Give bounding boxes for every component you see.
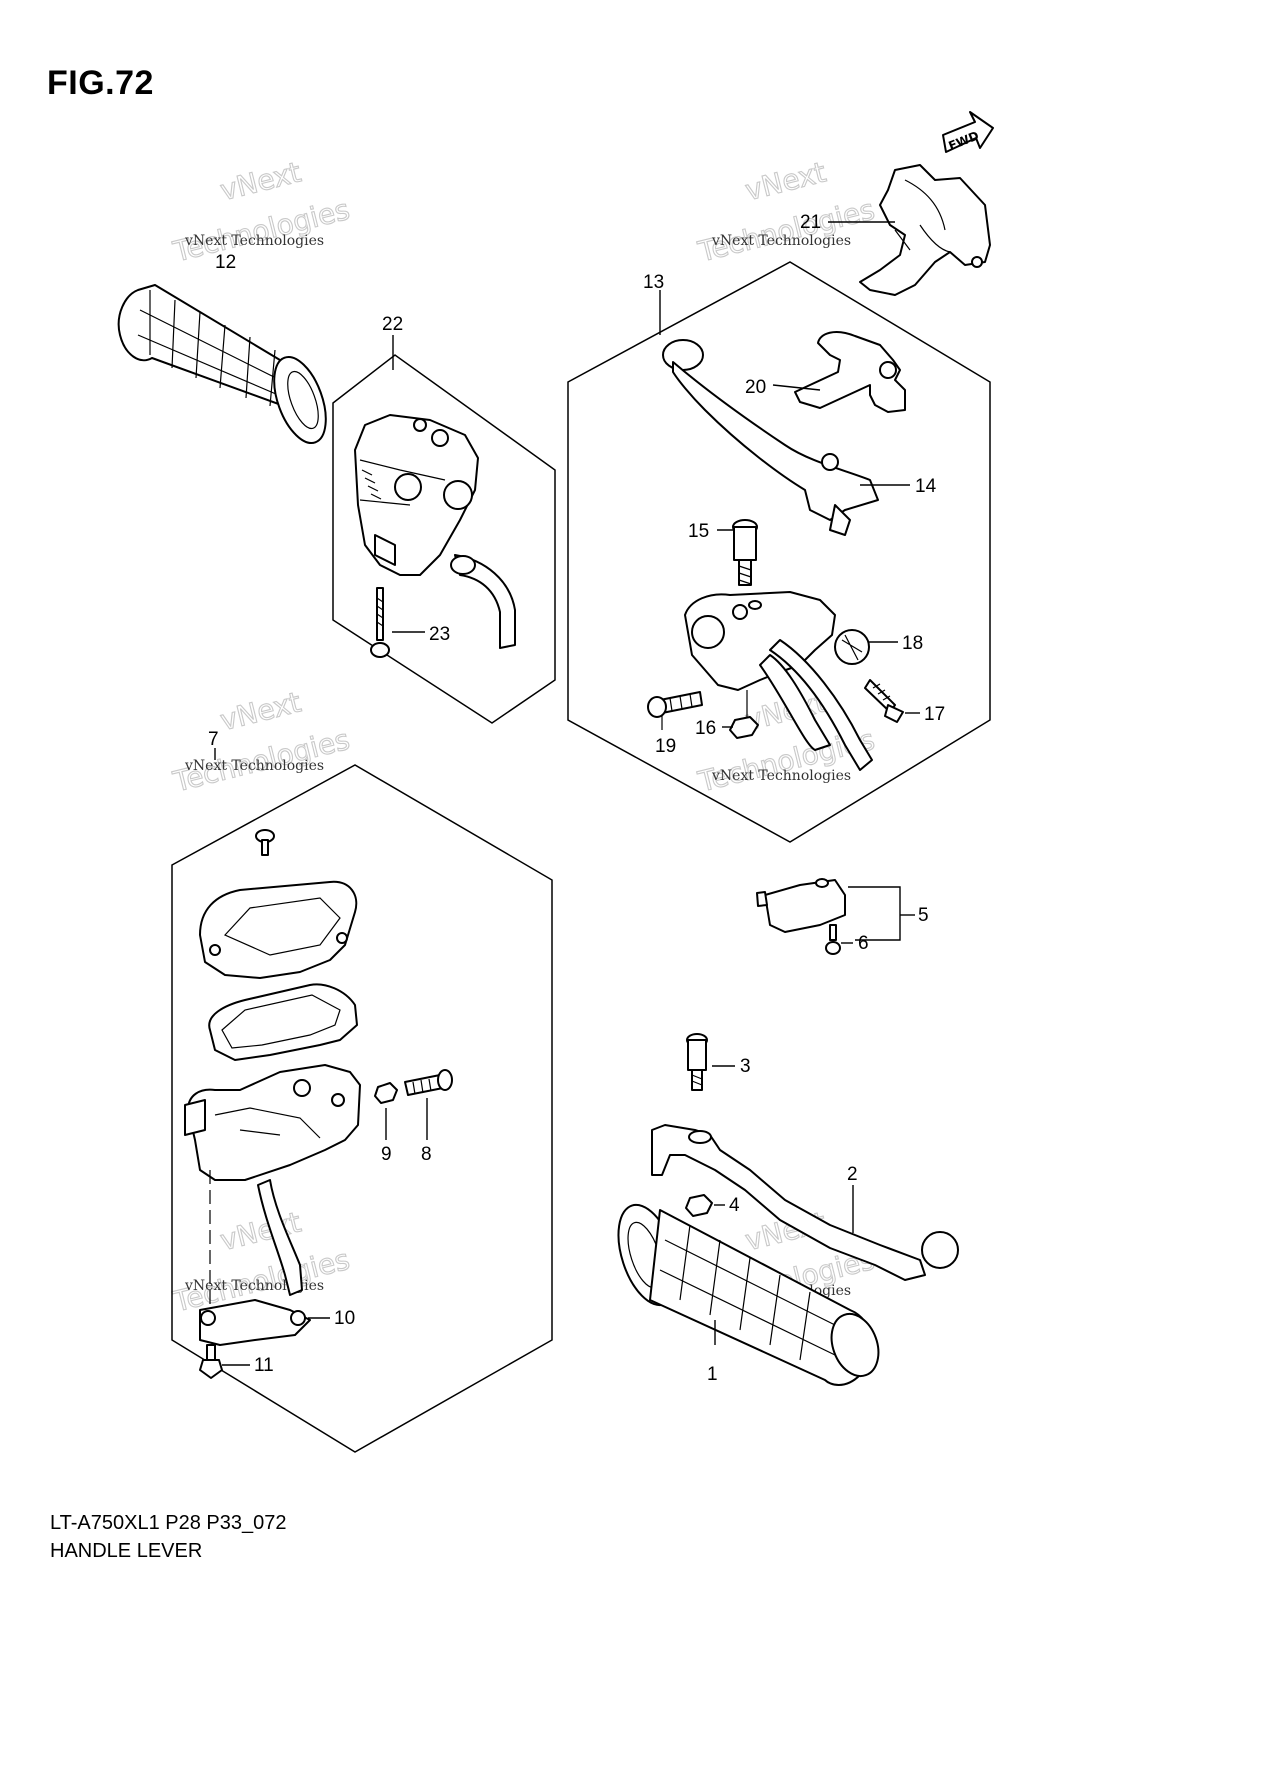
watermark-1: vNext Technologies bbox=[169, 155, 354, 269]
part-16-nut bbox=[722, 716, 759, 739]
callout-1: 1 bbox=[707, 1364, 718, 1385]
callout-13: 13 bbox=[643, 272, 664, 293]
watermark-text-2: vNext Technologies bbox=[711, 233, 851, 249]
watermark-text-3: vNext Technologies bbox=[184, 758, 324, 774]
watermark-text-4: vNext Technologies bbox=[711, 768, 851, 784]
part-9-nut bbox=[374, 1082, 398, 1140]
part-18-reservoir-cap bbox=[834, 629, 898, 665]
callout-3: 3 bbox=[740, 1056, 751, 1077]
part-22-handlebar-switch bbox=[354, 414, 516, 649]
callout-15: 15 bbox=[688, 521, 709, 542]
callout-labels: 1 2 3 4 5 6 7 8 9 10 11 12 13 14 15 16 1… bbox=[208, 212, 945, 1385]
part-4-nut bbox=[685, 1194, 725, 1217]
watermark-big-4: Technologies bbox=[694, 193, 877, 269]
callout-5: 5 bbox=[918, 905, 929, 926]
part-throttle-gasket bbox=[208, 983, 358, 1061]
part-21-lever-guard bbox=[859, 164, 991, 296]
callout-8: 8 bbox=[421, 1144, 432, 1165]
callout-14: 14 bbox=[915, 476, 937, 497]
callout-12: 12 bbox=[215, 252, 236, 273]
callout-23: 23 bbox=[429, 624, 450, 645]
callout-4: 4 bbox=[729, 1195, 740, 1216]
watermark-3: vNext Technologies bbox=[169, 685, 354, 799]
part-throttle-cover bbox=[199, 880, 358, 979]
part-5-brake-switch bbox=[756, 878, 915, 941]
part-12-left-grip bbox=[117, 284, 327, 444]
watermark-big-1: vNext bbox=[217, 155, 304, 207]
part-15-pivot-bolt bbox=[717, 519, 758, 586]
part-2-clutch-lever bbox=[651, 1124, 959, 1281]
part-20-lever-bracket bbox=[772, 331, 906, 413]
part-master-cylinder-body bbox=[684, 591, 873, 771]
callout-19: 19 bbox=[655, 736, 676, 757]
callout-6: 6 bbox=[858, 933, 869, 954]
part-1-right-grip bbox=[617, 1203, 880, 1386]
callout-20: 20 bbox=[745, 377, 766, 398]
watermark-big-5: vNext bbox=[217, 685, 304, 737]
watermark-2: vNext Technologies bbox=[694, 155, 879, 269]
fwd-arrow-icon: FWD bbox=[942, 111, 994, 153]
part-14-brake-lever bbox=[662, 339, 910, 536]
watermark-text-5: vNext Technologies bbox=[184, 1278, 324, 1294]
part-17-switch-screw bbox=[864, 679, 920, 723]
part-10-bracket bbox=[199, 1299, 330, 1346]
callout-22: 22 bbox=[382, 314, 403, 335]
watermark-big-2: Technologies bbox=[169, 193, 352, 269]
box-13-master-cylinder bbox=[567, 261, 991, 843]
part-23-screw bbox=[370, 587, 425, 658]
callout-18: 18 bbox=[902, 633, 923, 654]
watermark-text-1: vNext Technologies bbox=[184, 233, 324, 249]
part-6-screw bbox=[825, 924, 853, 955]
part-8-screw bbox=[404, 1069, 453, 1140]
callout-7: 7 bbox=[208, 729, 219, 750]
part-19-bolt bbox=[647, 691, 703, 730]
callout-10: 10 bbox=[334, 1308, 355, 1329]
part-throttle-screw-top bbox=[255, 829, 275, 856]
callout-17: 17 bbox=[924, 704, 945, 725]
part-3-pivot-bolt bbox=[686, 1033, 735, 1091]
diagram-name: HANDLE LEVER bbox=[50, 1540, 203, 1562]
callout-2: 2 bbox=[847, 1164, 858, 1185]
part-11-screw bbox=[199, 1344, 250, 1379]
callout-16: 16 bbox=[695, 718, 716, 739]
callout-21: 21 bbox=[800, 212, 821, 233]
box-7-throttle-assembly bbox=[171, 764, 553, 1453]
watermark-big-3: vNext bbox=[742, 155, 829, 207]
part-throttle-housing bbox=[184, 1064, 361, 1315]
box-22-switch-assembly bbox=[332, 354, 556, 724]
figure-title: FIG.72 bbox=[47, 64, 154, 102]
callout-9: 9 bbox=[381, 1144, 392, 1165]
model-code: LT-A750XL1 P28 P33_072 bbox=[50, 1512, 287, 1534]
callout-11: 11 bbox=[254, 1355, 274, 1376]
